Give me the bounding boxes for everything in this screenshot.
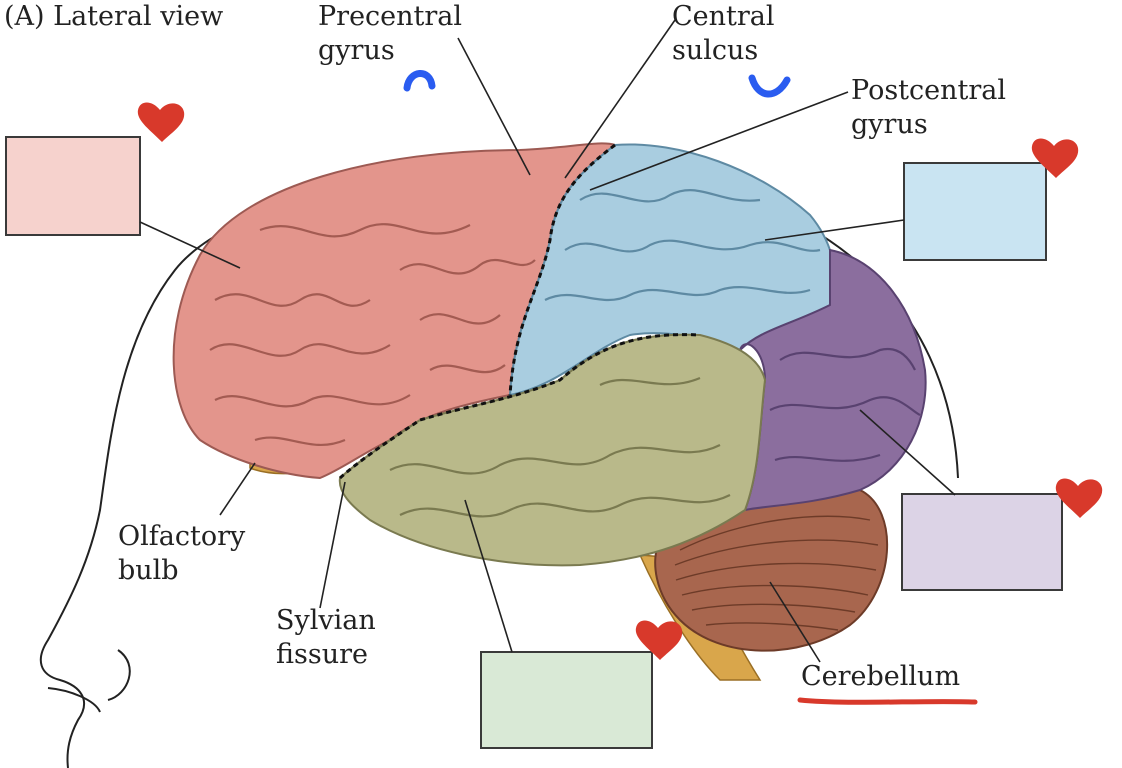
heart-mark bbox=[1055, 478, 1103, 518]
temporal-label-box bbox=[480, 651, 653, 749]
heart-mark bbox=[1031, 138, 1079, 178]
precentral-label-line2: gyrus bbox=[318, 35, 395, 66]
olfactory-label-line2: bulb bbox=[118, 555, 179, 586]
sylvian-fissure-border bbox=[338, 333, 701, 480]
precentral-label-line1: Precentral bbox=[318, 1, 463, 32]
nostril-outline bbox=[47, 687, 101, 713]
temporal-gyri bbox=[389, 376, 731, 518]
view-label: (A) Lateral view bbox=[4, 1, 224, 32]
cerebellum-label: Cerebellum bbox=[801, 661, 961, 692]
occipital-gyri bbox=[769, 347, 921, 462]
cup-arc-mark bbox=[748, 74, 791, 98]
postcentral-label-line2: gyrus bbox=[851, 109, 928, 140]
central-label-line2: sulcus bbox=[672, 35, 759, 66]
sylvian-label-line2: fissure bbox=[276, 639, 368, 670]
heart-annotations bbox=[137, 102, 1103, 660]
heart-mark bbox=[137, 102, 185, 142]
cerebellum-underline bbox=[797, 697, 978, 705]
temporal-lobe bbox=[338, 333, 767, 567]
frontal-label-box bbox=[5, 136, 141, 236]
parietal-label-box bbox=[903, 162, 1047, 261]
cap-arc-mark bbox=[403, 70, 436, 92]
central-sulcus-border bbox=[508, 143, 616, 396]
postcentral-label-line1: Postcentral bbox=[851, 75, 1007, 106]
heart-mark bbox=[635, 620, 683, 660]
leader-lines bbox=[139, 19, 956, 663]
central-label-line1: Central bbox=[672, 1, 775, 32]
olfactory-label-line1: Olfactory bbox=[118, 521, 246, 552]
parietal-gyri bbox=[544, 189, 821, 302]
cerebellum-folia bbox=[674, 515, 879, 631]
arc-annotations bbox=[403, 70, 791, 98]
sylvian-label-line1: Sylvian bbox=[276, 605, 376, 636]
occipital-label-box bbox=[901, 493, 1063, 591]
nose-outline bbox=[107, 649, 131, 701]
frontal-gyri bbox=[209, 223, 536, 446]
